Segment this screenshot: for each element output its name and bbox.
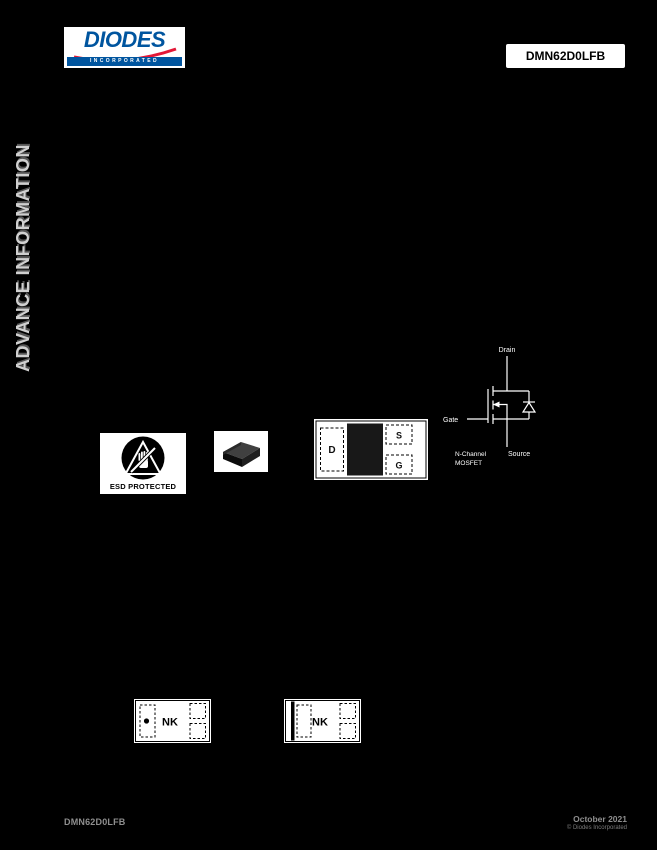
mosfet-symbol-icon: Drain Gate Source N-Channel MOSFET — [443, 347, 537, 467]
marking-code: NK — [312, 717, 328, 729]
pin-d-label: D — [328, 445, 335, 456]
footer-date: October 2021 — [573, 814, 627, 824]
drain-label: Drain — [499, 347, 516, 354]
marking-diagram-dot-drawing: NK — [135, 700, 210, 742]
schematic-caption-line1: N-Channel — [455, 451, 487, 458]
package-photo — [214, 431, 268, 472]
schematic-caption-line2: MOSFET — [455, 460, 482, 467]
esd-protected-label: ESD PROTECTED — [109, 482, 177, 491]
diodes-logo: DIODES INCORPORATED — [64, 27, 185, 68]
package-outline-box: D S G — [314, 419, 428, 480]
marking-diagram-2: NK — [284, 699, 361, 743]
footer-copyright: © Diodes Incorporated — [566, 825, 627, 831]
orientation-bar — [291, 701, 295, 741]
footer-part-number: DMN62D0LFB — [64, 817, 126, 827]
logo-incorporated-text: INCORPORATED — [90, 58, 159, 64]
marking-diagram-bar-drawing: NK — [285, 700, 360, 742]
package-photo-chip — [223, 442, 260, 467]
marking-code: NK — [162, 717, 178, 729]
gate-label: Gate — [443, 417, 458, 424]
logo-incorporated-bar: INCORPORATED — [67, 57, 182, 66]
esd-protected-badge: ESD PROTECTED — [100, 433, 186, 494]
advance-information-watermark: ADVANCE INFORMATION — [13, 144, 33, 372]
part-number-badge: DMN62D0LFB — [506, 44, 625, 68]
footer-right-block: October 2021 © Diodes Incorporated — [567, 814, 627, 831]
diodes-logo-wordmark: DIODES — [83, 27, 166, 52]
marking-diagram-1: NK — [134, 699, 211, 743]
pin1-dot — [143, 718, 150, 724]
package-outline-drawing: D S G — [315, 420, 427, 479]
source-label: Source — [508, 451, 530, 458]
esd-icon — [121, 436, 165, 480]
mosfet-schematic: Drain Gate Source N-Channel MOSFET — [441, 343, 553, 478]
pin-g-label: G — [395, 461, 402, 471]
pin-s-label: S — [396, 431, 402, 441]
